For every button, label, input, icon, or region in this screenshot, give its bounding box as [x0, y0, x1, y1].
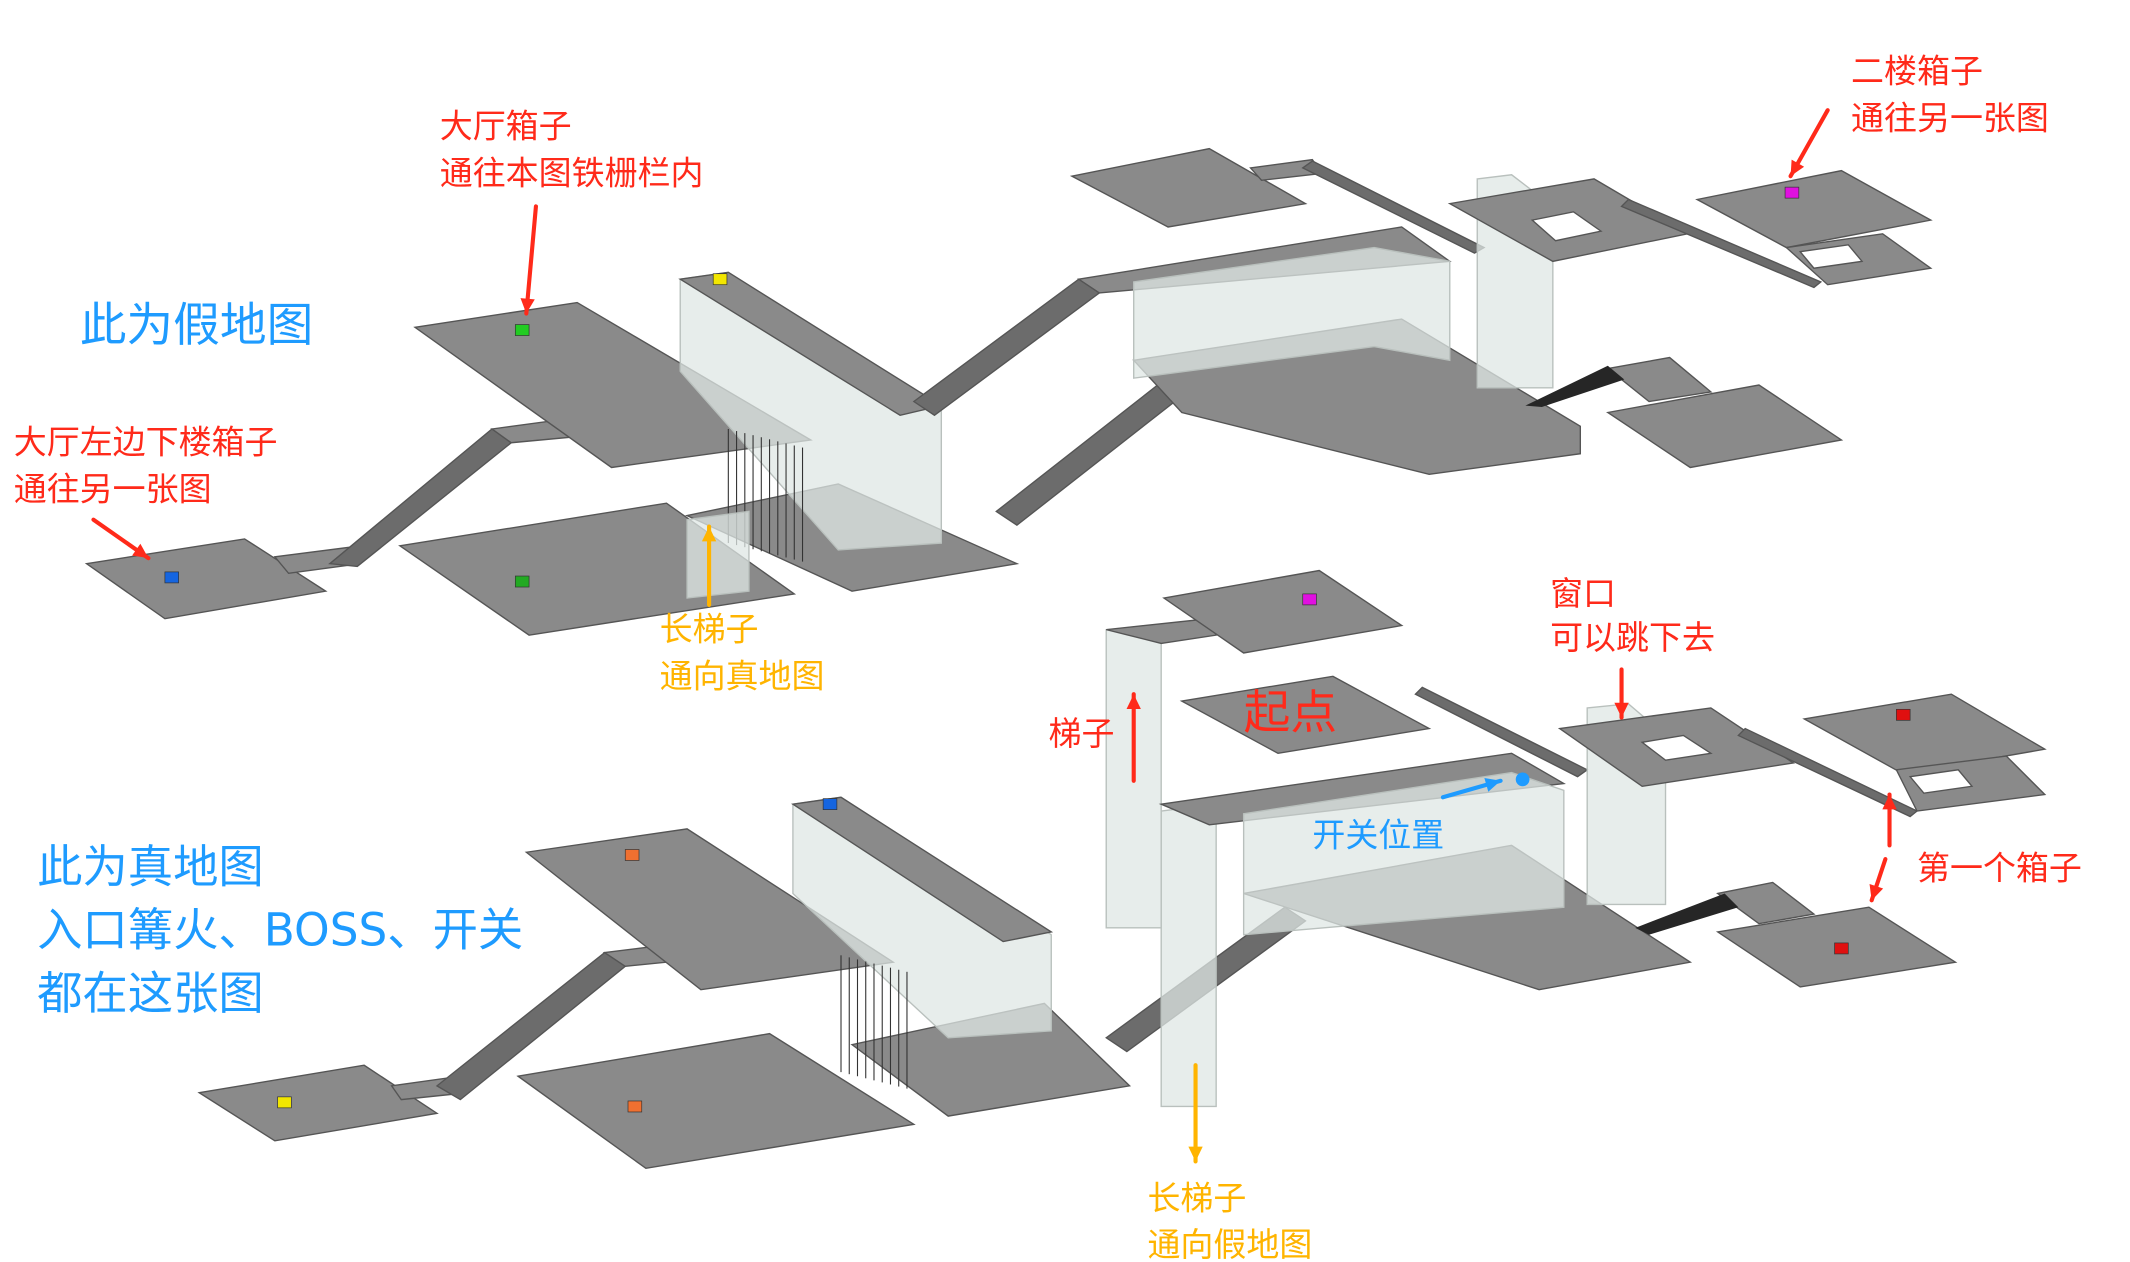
real-ladder-top: [1106, 617, 1218, 645]
fake-map-labels: 此为假地图 大厅箱子 通往本图铁栅栏内 大厅左边下楼箱子 通往另一张图 长梯子 …: [14, 52, 2049, 696]
fake-right-plate: [1606, 384, 1844, 469]
fake-yellow-box: [712, 273, 728, 286]
real-thin-beam-2: [1737, 727, 1919, 818]
switch-arrow-head: [1484, 777, 1501, 792]
fake-ladder-arrow-head: [701, 526, 717, 542]
fake-ramp-upper: [912, 278, 1101, 417]
hall-box-label-2: 通往本图铁栅栏内: [440, 153, 704, 192]
fake-lower-ring-hole: [1798, 244, 1864, 269]
real-lower-hall: [516, 1032, 916, 1170]
switch-label: 开关位置: [1312, 816, 1444, 855]
real-window-hole: [1640, 734, 1713, 761]
fake-right-connector: [1606, 356, 1713, 403]
fake-dark-ramp: [1525, 365, 1625, 408]
real-map-labels: 此为真地图 入口篝火、BOSS、开关 都在这张图 起点 梯子 开关位置 窗口 可…: [37, 574, 2082, 1262]
left-box-label-2: 通往另一张图: [14, 469, 212, 508]
switch-marker: [1515, 772, 1530, 787]
second-floor-label-2: 通往另一张图: [1851, 98, 2049, 137]
real-red-box-lower: [1834, 942, 1849, 955]
real-blue-box: [822, 798, 838, 810]
fake-green-box-upper: [514, 324, 530, 336]
fake-ramp-lower: [995, 381, 1183, 527]
start-label: 起点: [1244, 687, 1337, 741]
real-map-title-2: 入口篝火、BOSS、开关: [37, 904, 523, 957]
first-box-arrow-up-head: [1882, 794, 1897, 810]
real-right-connector: [1716, 881, 1816, 925]
window-label-2: 可以跳下去: [1550, 618, 1715, 657]
real-thin-beam: [1414, 686, 1589, 778]
fake-blue-box: [164, 571, 179, 584]
fake-left-platform: [84, 538, 328, 620]
real-map-title-1: 此为真地图: [37, 840, 264, 893]
window-label-1: 窗口: [1550, 574, 1616, 613]
hall-box-arrow: [524, 204, 538, 316]
left-box-arrow-head: [132, 543, 149, 559]
fake-thin-beam-2: [1620, 198, 1823, 289]
second-floor-label-1: 二楼箱子: [1851, 52, 1983, 91]
real-left-platform: [197, 1064, 439, 1142]
real-long-ladder-glass: [1160, 803, 1217, 1108]
real-orange-box-upper: [624, 849, 640, 861]
real-yellow-box: [277, 1096, 292, 1109]
hall-box-label-1: 大厅箱子: [440, 107, 572, 146]
real-ladder-arrow-head: [1188, 1146, 1203, 1162]
window-arrow-head: [1614, 702, 1629, 718]
fake-big-box-glass: [1133, 246, 1451, 379]
fake-map-title: 此为假地图: [80, 299, 314, 353]
fake-ladder-label-2: 通向真地图: [660, 656, 825, 695]
map-geometry: [84, 147, 2047, 1170]
real-map-title-3: 都在这张图: [37, 967, 264, 1020]
real-dark-ramp: [1635, 893, 1739, 935]
second-floor-arrow-head: [1790, 159, 1805, 177]
first-box-arrow-down-head: [1869, 883, 1884, 901]
real-orange-box-lower: [627, 1100, 643, 1113]
real-beam: [1158, 752, 1566, 826]
fake-magenta-box: [1784, 186, 1800, 199]
fake-top-left-plate: [1069, 147, 1308, 228]
fake-ring-hole: [1530, 211, 1603, 242]
real-start-plate: [1179, 675, 1432, 755]
ladder-short-label: 梯子: [1049, 714, 1115, 753]
ladder-short-arrow-head: [1126, 694, 1141, 710]
real-lower-ring-hole: [1908, 769, 1974, 794]
first-box-label: 第一个箱子: [1917, 849, 2082, 888]
real-red-plate: [1802, 693, 2047, 775]
fake-thin-beam: [1301, 160, 1486, 254]
fake-ladder-label-1: 长梯子: [660, 610, 759, 649]
real-magenta-plate: [1162, 569, 1404, 654]
annotation-arrows: [91, 108, 1897, 1164]
real-ladder-label-2: 通向假地图: [1147, 1225, 1312, 1262]
real-magenta-box: [1302, 593, 1317, 606]
real-red-box-upper: [1896, 708, 1911, 721]
hall-box-arrow-head: [520, 298, 535, 314]
left-box-label-1: 大厅左边下楼箱子: [14, 423, 278, 462]
real-lower-ring: [1895, 755, 2047, 812]
fake-box-plate: [1695, 169, 1933, 249]
real-ladder-label-1: 长梯子: [1147, 1179, 1246, 1218]
fake-green-box-lower: [514, 575, 530, 588]
fake-ladder-glass: [686, 510, 750, 599]
real-big-box-glass: [1242, 771, 1565, 936]
